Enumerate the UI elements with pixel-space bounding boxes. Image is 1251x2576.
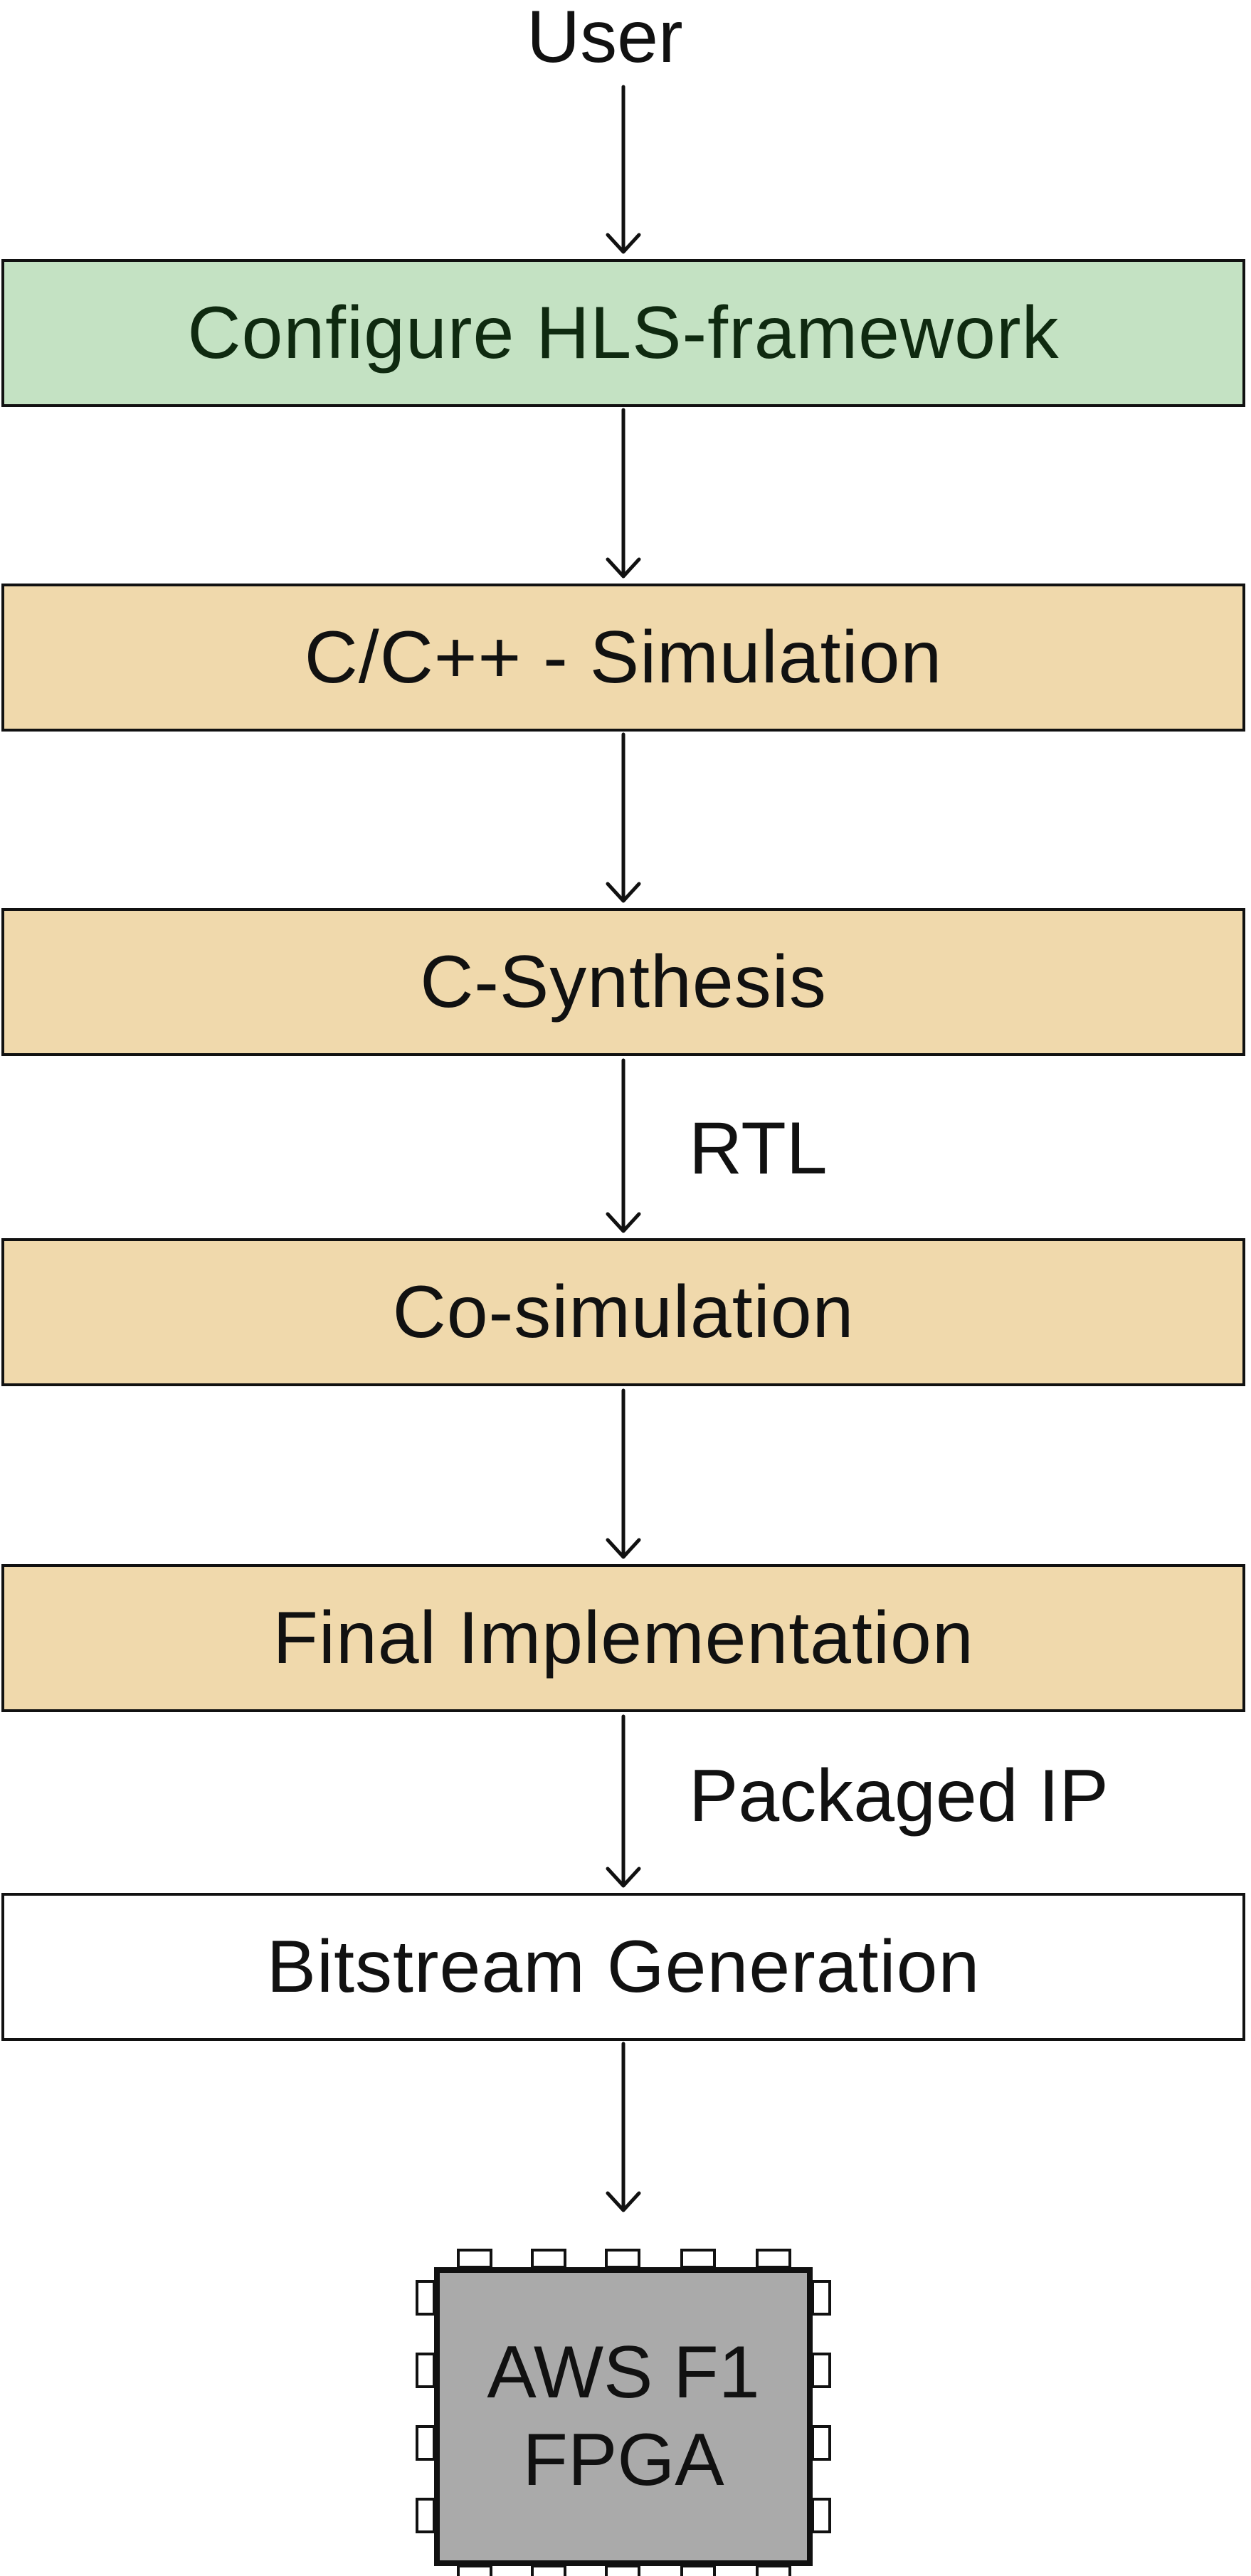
edge-label-packaged-ip: Packaged IP xyxy=(689,1755,1109,1837)
step-co-simulation: Co-simulation xyxy=(1,1238,1245,1386)
arrow-implementation-to-bitstream xyxy=(606,1714,641,1888)
fpga-chip-icon: AWS F1 FPGA xyxy=(434,2267,813,2566)
fpga-chip-line2: FPGA xyxy=(522,2419,724,2501)
user-label: User xyxy=(527,0,683,78)
step-final-implementation: Final Implementation xyxy=(1,1564,1245,1712)
step-cpp-simulation: C/C++ - Simulation xyxy=(1,584,1245,732)
arrow-synthesis-to-cosim xyxy=(606,1058,641,1233)
arrow-configure-to-simulation xyxy=(606,408,641,579)
arrow-user-to-configure xyxy=(606,85,641,254)
arrow-simulation-to-synthesis xyxy=(606,732,641,903)
fpga-chip-icon-pins xyxy=(416,2249,831,2576)
step-c-synthesis: C-Synthesis xyxy=(1,908,1245,1056)
edge-label-rtl: RTL xyxy=(689,1107,828,1190)
step-bitstream-generation: Bitstream Generation xyxy=(1,1893,1245,2041)
step-configure-hls-framework: Configure HLS-framework xyxy=(1,259,1245,407)
arrow-cosim-to-implementation xyxy=(606,1388,641,1559)
fpga-chip-line1: AWS F1 xyxy=(487,2331,760,2414)
arrow-bitstream-to-fpga xyxy=(606,2042,641,2212)
